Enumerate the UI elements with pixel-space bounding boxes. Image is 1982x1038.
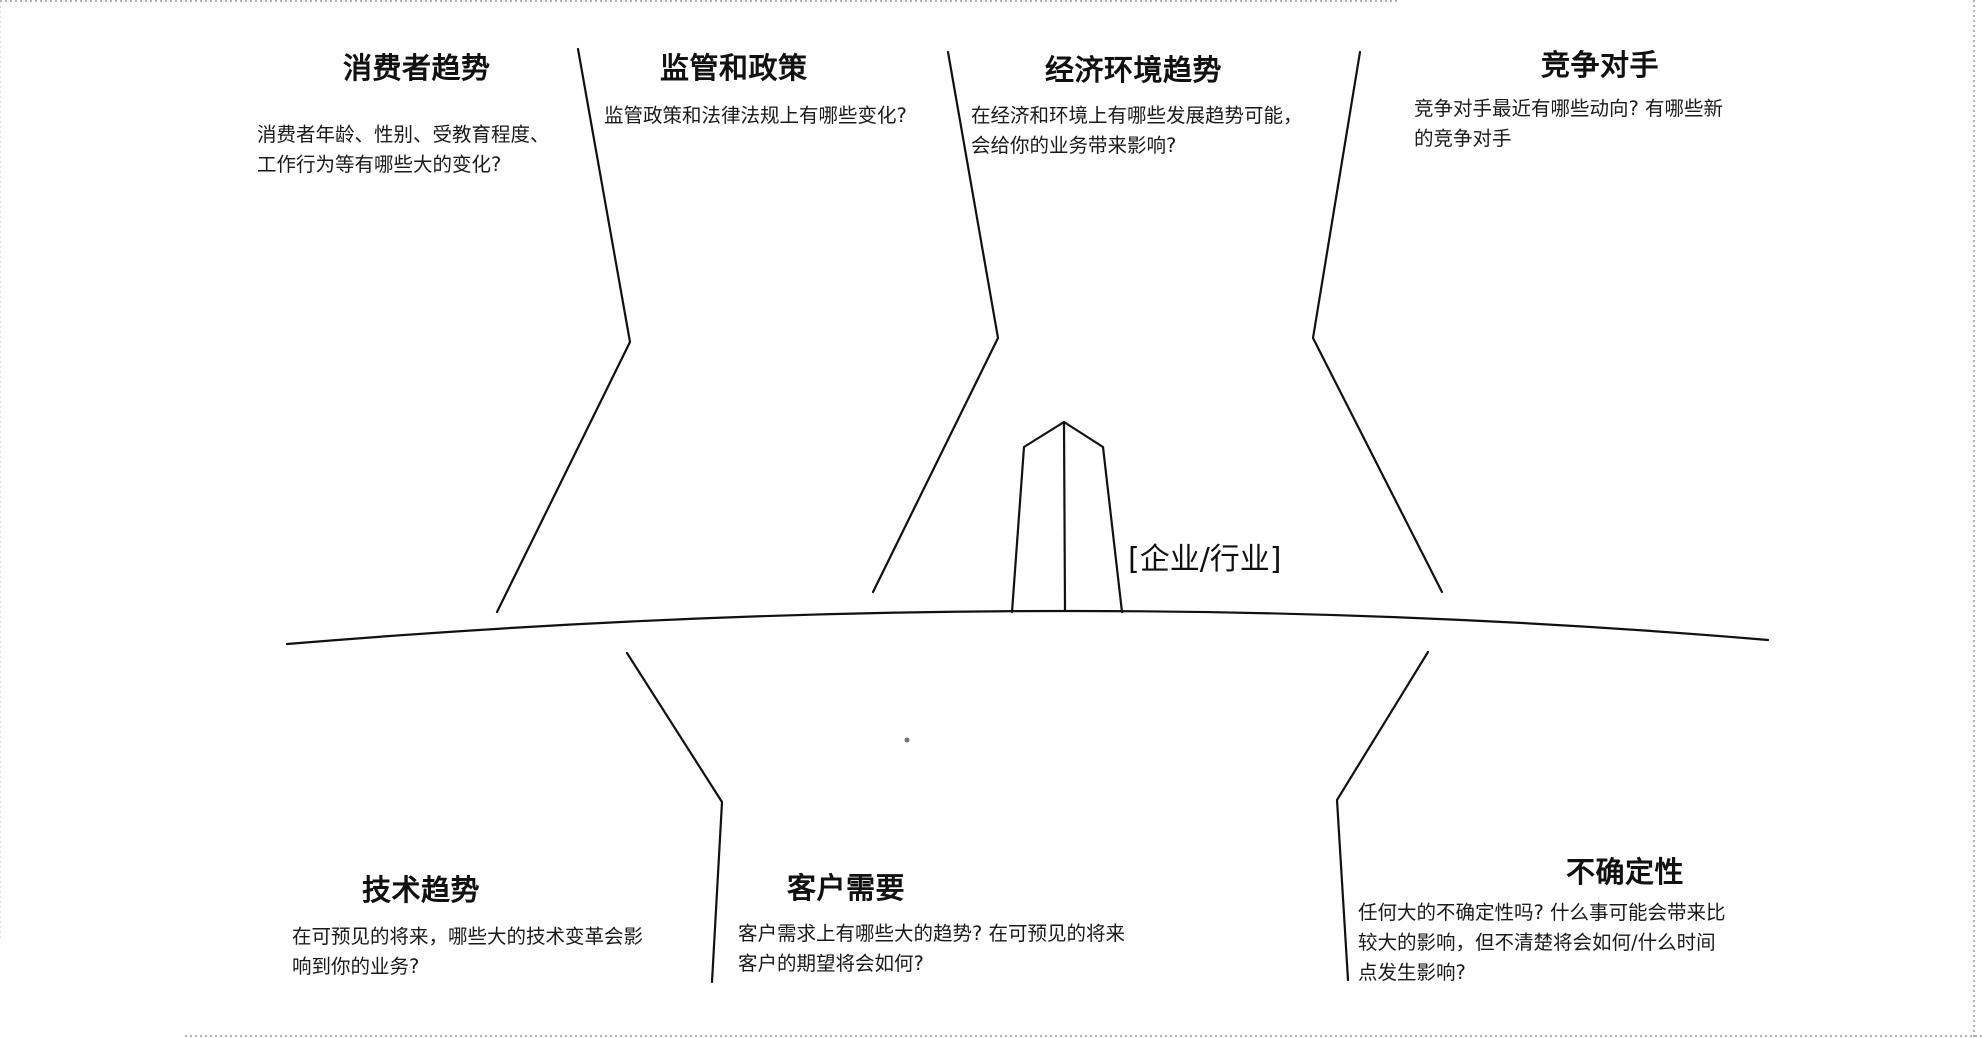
desc-line: 竞争对手最近有哪些动向? 有哪些新 bbox=[1414, 97, 1724, 120]
tower-outline bbox=[1010, 420, 1124, 614]
desc-line: 客户需求上有哪些大的趋势? 在可预见的将来 bbox=[738, 922, 1126, 945]
desc-line: 会给你的业务带来影响? bbox=[971, 134, 1177, 157]
technology-trends-description: 在可预见的将来，哪些大的技术变革会影 响到你的业务? bbox=[292, 922, 643, 982]
economic-environment-description: 在经济和环境上有哪些发展趋势可能， 会给你的业务带来影响? bbox=[971, 101, 1303, 161]
speck bbox=[904, 737, 910, 743]
desc-line: 响到你的业务? bbox=[292, 955, 420, 978]
tower-center-line bbox=[1062, 420, 1067, 612]
competitors-title: 竞争对手 bbox=[1541, 48, 1660, 82]
desc-line: 消费者年龄、性别、受教育程度、 bbox=[257, 123, 550, 146]
divider-customer-uncertainty bbox=[1335, 650, 1430, 982]
horizon-curve bbox=[285, 609, 1770, 646]
regulation-policy-title: 监管和政策 bbox=[660, 51, 808, 85]
desc-line: 点发生影响? bbox=[1358, 961, 1466, 984]
divider-technology-customer bbox=[625, 651, 724, 984]
consumer-trends-description: 消费者年龄、性别、受教育程度、 工作行为等有哪些大的变化? bbox=[257, 120, 550, 180]
divider-consumer-regulation bbox=[495, 47, 632, 614]
economic-environment-title: 经济环境趋势 bbox=[1045, 53, 1223, 87]
desc-line: 的竞争对手 bbox=[1414, 127, 1512, 150]
desc-line: 在经济和环境上有哪些发展趋势可能， bbox=[971, 104, 1303, 127]
uncertainty-title: 不确定性 bbox=[1566, 855, 1685, 889]
desc-line: 较大的影响，但不清楚将会如何/什么时间 bbox=[1358, 931, 1716, 954]
divider-regulation-economy bbox=[871, 50, 1000, 594]
customer-needs-title: 客户需要 bbox=[787, 871, 906, 905]
desc-line: 监管政策和法律法规上有哪些变化? bbox=[604, 104, 907, 127]
desc-line: 在可预见的将来，哪些大的技术变革会影 bbox=[292, 925, 644, 948]
desc-line: 任何大的不确定性吗? 什么事可能会带来比 bbox=[1358, 901, 1726, 924]
consumer-trends-title: 消费者趋势 bbox=[343, 51, 491, 85]
technology-trends-title: 技术趋势 bbox=[362, 873, 481, 907]
regulation-policy-description: 监管政策和法律法规上有哪些变化? bbox=[604, 101, 907, 131]
desc-line: 客户的期望将会如何? bbox=[738, 952, 924, 975]
divider-economy-competitors bbox=[1311, 50, 1444, 594]
uncertainty-description: 任何大的不确定性吗? 什么事可能会带来比 较大的影响，但不清楚将会如何/什么时间… bbox=[1358, 898, 1726, 988]
competitors-description: 竞争对手最近有哪些动向? 有哪些新 的竞争对手 bbox=[1414, 94, 1723, 154]
desc-line: 工作行为等有哪些大的变化? bbox=[257, 153, 502, 176]
industry-label: [企业/行业] bbox=[1128, 542, 1282, 577]
customer-needs-description: 客户需求上有哪些大的趋势? 在可预见的将来 客户的期望将会如何? bbox=[738, 919, 1125, 979]
